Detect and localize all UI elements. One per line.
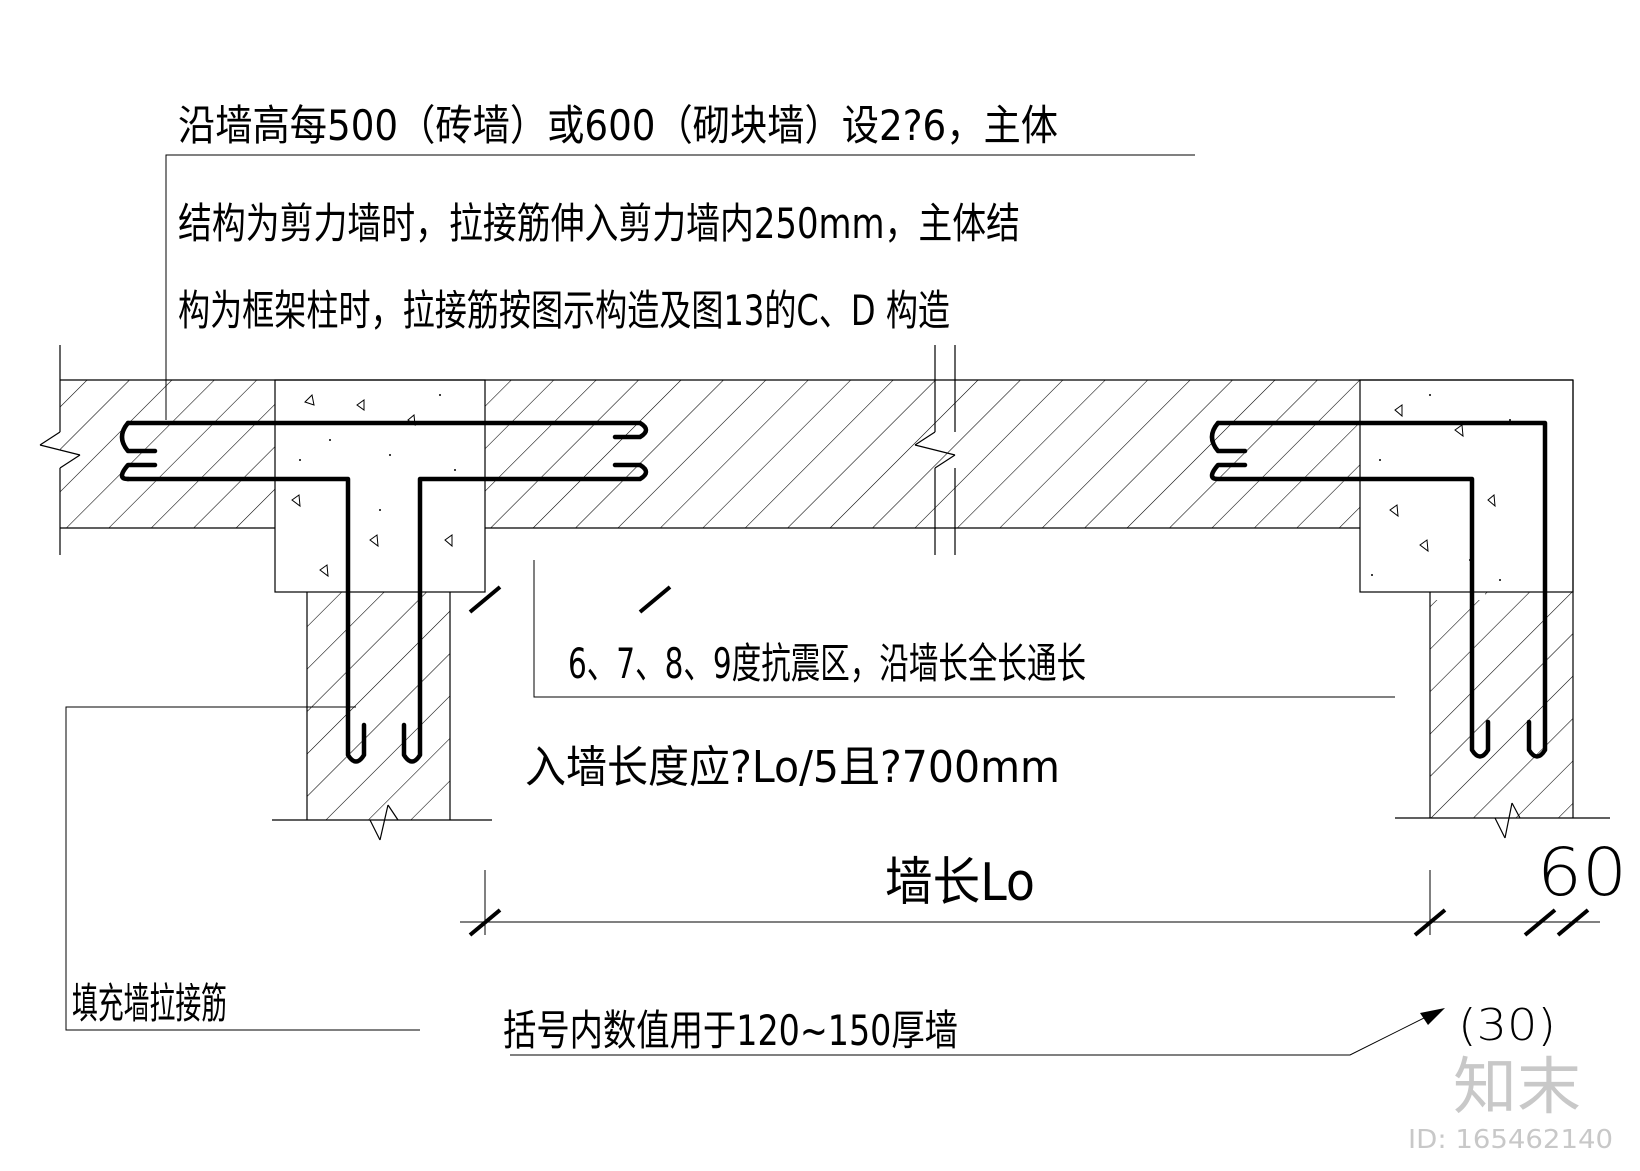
leader-arrowhead (1420, 1008, 1445, 1025)
leader-lines (65, 154, 1441, 1056)
tie-bars (119, 420, 1548, 764)
tie-bar-label: 填充墙拉接筋 (72, 979, 227, 1028)
watermark-id: ID: 165462140 (1408, 1125, 1613, 1155)
concrete-column-left (274, 379, 486, 593)
dimension-lines (460, 585, 1600, 937)
watermark-logo: 知末 (1453, 1050, 1581, 1123)
dimension-60: 60 (1537, 834, 1627, 911)
concrete-column-right (1359, 379, 1574, 593)
dimension-30: (30) (1458, 1000, 1556, 1051)
seismic-note: 6、7、8、9度抗震区，沿墙长全长通长 (568, 639, 1086, 688)
note-line-2: 结构为剪力墙时，拉接筋伸入剪力墙内250mm，主体结 (178, 199, 1020, 248)
note-block: 沿墙高每500（砖墙）或600（砌块墙）设2?6，主体 结构为剪力墙时，拉接筋伸… (178, 101, 1058, 335)
wall-length-label: 墙长Lo (885, 853, 1035, 913)
wall-outline (39, 345, 1610, 841)
watermark: 知末 ID: 165462140 (1408, 1050, 1613, 1155)
note-line-1: 沿墙高每500（砖墙）或600（砌块墙）设2?6，主体 (178, 101, 1058, 150)
bracket-note: 括号内数值用于120~150厚墙 (503, 1006, 958, 1055)
note-line-3: 构为框架柱时，拉接筋按图示构造及图13的C、D 构造 (178, 286, 950, 335)
anchor-length-note: 入墙长度应?Lo/5且?700mm (525, 742, 1060, 793)
